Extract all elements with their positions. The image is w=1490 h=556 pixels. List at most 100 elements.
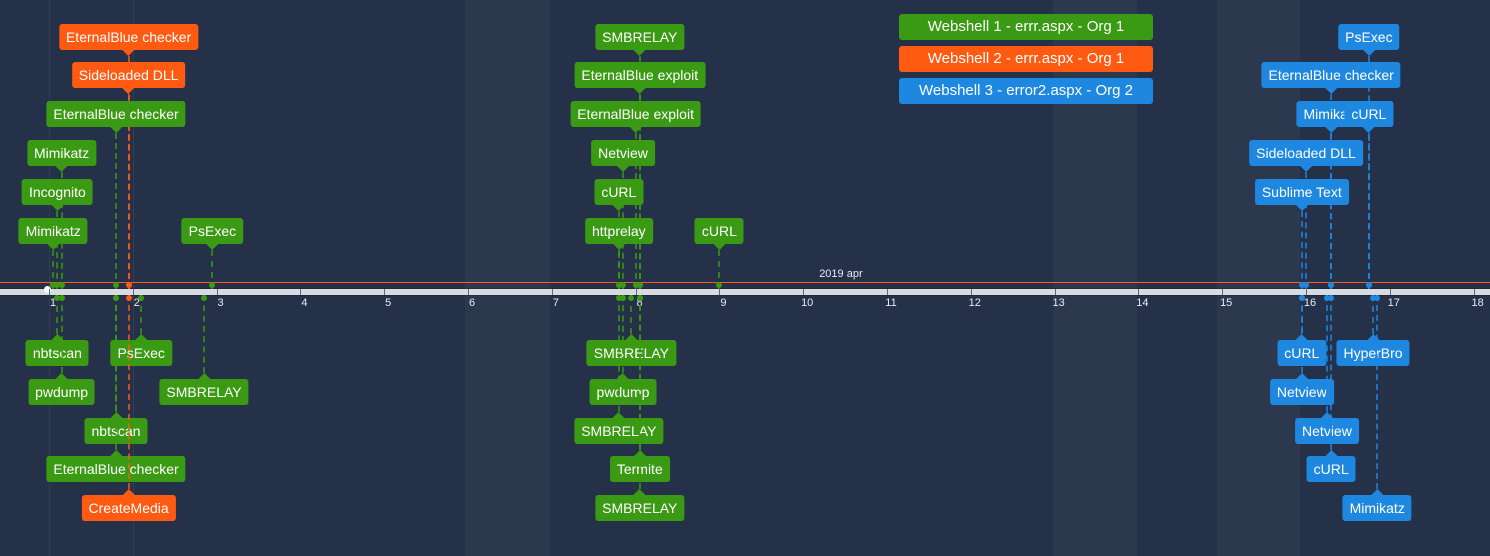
event-box[interactable]: Incognito (21, 179, 93, 211)
tick-label: 2 (133, 297, 140, 309)
tick-mark (132, 289, 134, 295)
event-box[interactable]: Sideloaded DLL (71, 62, 186, 94)
event-box[interactable]: EternalBlue checker (46, 101, 186, 133)
event-box[interactable]: pwdump (28, 373, 96, 405)
event-dot[interactable] (636, 295, 643, 301)
event-dot[interactable] (138, 295, 145, 301)
tick-mark (384, 289, 386, 295)
tick-mark (635, 289, 637, 295)
event-box[interactable]: PsExec (181, 218, 244, 250)
event-dot[interactable] (632, 282, 639, 288)
event-box[interactable]: EternalBlue checker (58, 24, 199, 56)
event-stem (718, 250, 721, 289)
event-stem (127, 295, 130, 489)
event-box[interactable]: cURL (1344, 101, 1394, 133)
event-stem (115, 295, 118, 450)
event-box[interactable]: PsExec (1338, 24, 1400, 56)
event-box[interactable]: Sideloaded DLL (1249, 140, 1363, 172)
event-box[interactable]: SMBRELAY (586, 334, 677, 366)
event-dot[interactable] (54, 295, 61, 301)
event-stem (1300, 295, 1303, 373)
event-box[interactable]: SMBRELAY (159, 373, 249, 405)
tick-label: 16 (1303, 297, 1317, 309)
event-dot[interactable] (1303, 282, 1309, 288)
event-box[interactable]: Netview (1295, 412, 1359, 444)
month-label: 2019 apr (819, 268, 863, 280)
event-dot[interactable] (1374, 295, 1381, 301)
event-box[interactable]: Mimikatz (18, 218, 88, 250)
event-box[interactable]: EternalBlue exploit (574, 62, 706, 94)
event-stem (1376, 295, 1379, 489)
legend-item-ws3[interactable]: Webshell 3 - error2.aspx - Org 2 (899, 78, 1153, 104)
event-dot[interactable] (1323, 295, 1330, 301)
timeline-axis[interactable] (0, 289, 1490, 295)
event-box[interactable]: cURL (594, 179, 644, 211)
tick-mark (1222, 289, 1224, 295)
event-stem (1372, 295, 1375, 334)
event-box[interactable]: Mimikatz (1342, 489, 1412, 521)
tick-label: 3 (217, 297, 224, 309)
event-dot[interactable] (1328, 282, 1335, 288)
event-box[interactable]: Netview (1269, 373, 1334, 405)
event-box[interactable]: cURL (1306, 450, 1356, 482)
event-stem (52, 250, 55, 289)
event-dot[interactable] (1328, 295, 1335, 301)
event-box[interactable]: SMBRELAY (595, 24, 685, 56)
event-dot[interactable] (113, 282, 120, 288)
event-dot[interactable] (201, 295, 208, 301)
event-dot[interactable] (125, 282, 132, 288)
grid-line (49, 0, 50, 556)
event-dot[interactable] (615, 282, 622, 288)
event-dot[interactable] (620, 295, 627, 301)
legend: Webshell 1 - errr.aspx - Org 1 Webshell 2… (899, 14, 1153, 110)
event-box[interactable]: SMBRELAY (574, 412, 664, 444)
tick-mark (1054, 289, 1056, 295)
event-dot[interactable] (615, 295, 622, 301)
tick-mark (300, 289, 302, 295)
event-box[interactable]: httprelay (584, 218, 653, 250)
timeline-track (0, 282, 1490, 283)
tick-mark (887, 289, 888, 295)
tick-label: 13 (1052, 297, 1065, 309)
event-dot[interactable] (1370, 295, 1377, 301)
event-dot[interactable] (54, 282, 61, 288)
event-dot[interactable] (113, 295, 120, 301)
event-stem (60, 295, 63, 373)
tick-label: 10 (801, 297, 814, 309)
event-box[interactable]: Sublime Text (1254, 179, 1349, 211)
event-dot[interactable] (716, 282, 723, 288)
event-box[interactable]: EternalBlue exploit (570, 101, 701, 133)
event-dot[interactable] (1298, 282, 1305, 288)
event-stem (630, 295, 633, 334)
current-time-marker[interactable] (44, 286, 51, 293)
event-box[interactable]: EternalBlue checker (46, 450, 186, 482)
event-dot[interactable] (1365, 282, 1372, 288)
event-box[interactable]: nbtscan (25, 334, 89, 366)
event-stem (211, 250, 214, 289)
event-dot[interactable] (628, 295, 635, 301)
legend-item-ws1[interactable]: Webshell 1 - errr.aspx - Org 1 (899, 14, 1153, 40)
event-dot[interactable] (58, 295, 65, 301)
event-stem (1325, 295, 1328, 412)
event-dot[interactable] (1298, 295, 1305, 301)
event-box[interactable]: CreateMedia (81, 489, 176, 521)
event-dot[interactable] (125, 295, 132, 301)
tick-mark (1473, 289, 1475, 295)
event-dot[interactable] (209, 282, 216, 288)
event-dot[interactable] (50, 282, 57, 288)
event-box[interactable]: EternalBlue checker (1261, 62, 1401, 94)
event-box[interactable]: pwdump (589, 373, 657, 405)
event-box[interactable]: PsExec (110, 334, 172, 366)
legend-item-ws2[interactable]: Webshell 2 - errr.aspx - Org 1 (899, 46, 1153, 72)
event-box[interactable]: cURL (694, 218, 744, 250)
event-dot[interactable] (620, 282, 627, 288)
event-box[interactable]: SMBRELAY (595, 489, 685, 521)
event-dot[interactable] (58, 282, 65, 288)
event-box[interactable]: Netview (591, 140, 655, 172)
tick-mark (468, 289, 469, 295)
event-box[interactable]: HyperBro (1336, 334, 1410, 366)
event-box[interactable]: Mimikatz (26, 140, 97, 172)
event-dot[interactable] (636, 282, 643, 288)
